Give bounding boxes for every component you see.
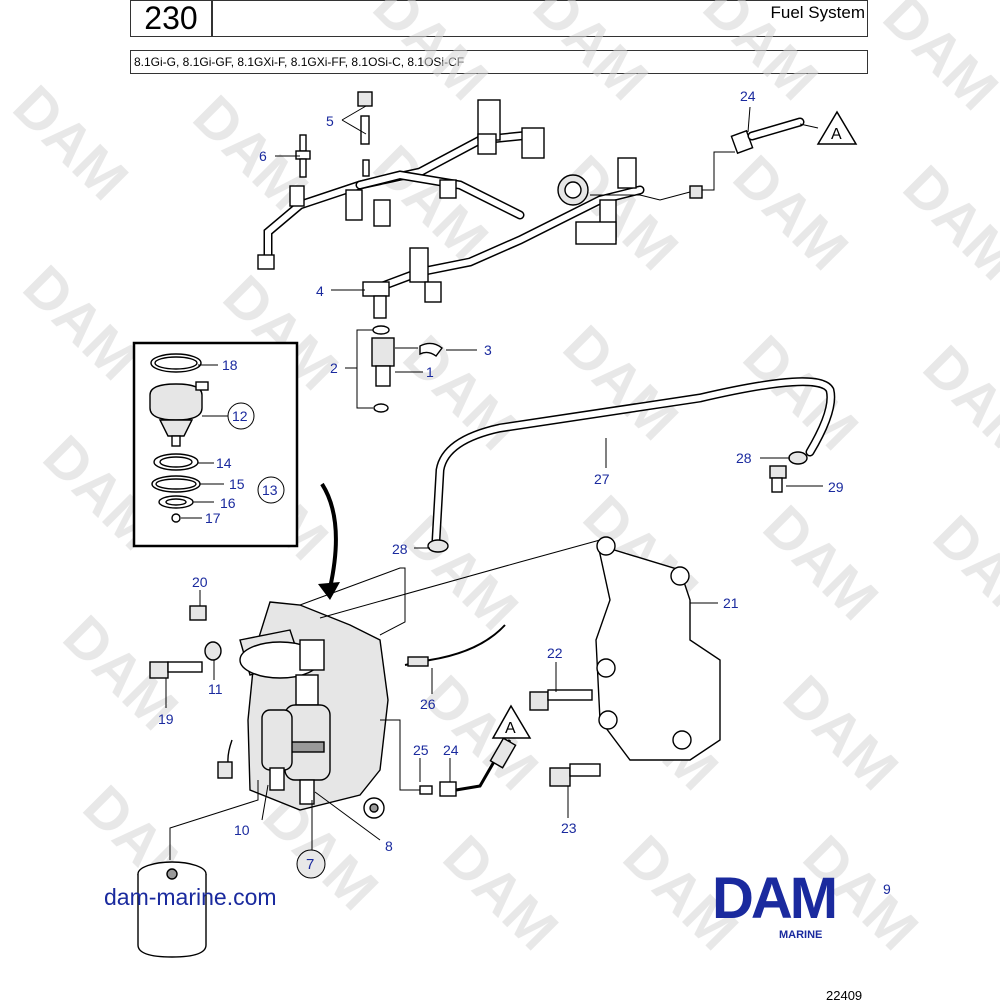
watermark: DAM (751, 493, 890, 632)
watermark: DAM (921, 503, 1000, 642)
callout-4: 4 (316, 283, 324, 299)
svg-text:A: A (831, 126, 842, 143)
watermark: DAM (551, 313, 690, 452)
watermark: DAM (871, 0, 1000, 123)
schrader-valve (295, 91, 373, 178)
mounting-bracket (595, 536, 721, 761)
pressure-regulator-inset (132, 341, 340, 600)
callout-24-top: 24 (740, 88, 756, 104)
watermark: DAM (361, 0, 500, 113)
circled-callouts: 12 13 7 (227, 402, 326, 879)
svg-text:A: A (505, 720, 516, 737)
callout-10: 10 (234, 822, 250, 838)
connector-a-bottom: A (491, 704, 532, 739)
watermark: DAM (1, 73, 140, 212)
website-link[interactable]: dam-marine.com (104, 884, 277, 910)
callout-26: 26 (420, 696, 436, 712)
leader-lines (165, 105, 823, 850)
callout-5: 5 (326, 113, 334, 129)
callout-9: 9 (883, 881, 891, 897)
watermark: DAM (11, 253, 150, 392)
callout-labels: 1 2 3 4 5 6 9 10 11 18 14 15 16 17 19 20… (158, 88, 891, 897)
watermark: DAM (911, 333, 1000, 472)
callout-1: 1 (426, 364, 434, 380)
callout-24-bottom: 24 (443, 742, 459, 758)
brand-logo: DAM MARINE (712, 866, 838, 941)
brand-logo-text: DAM (712, 866, 835, 931)
callout-12: 12 (232, 408, 248, 424)
callout-27: 27 (594, 471, 610, 487)
fuel-module (169, 601, 389, 860)
callout-3: 3 (484, 342, 492, 358)
fuel-injector (371, 325, 443, 413)
callout-28-right: 28 (736, 450, 752, 466)
callout-25: 25 (413, 742, 429, 758)
fuel-filter (137, 861, 207, 958)
drawing-number: 22409 (826, 988, 863, 1003)
callout-7: 7 (306, 856, 314, 873)
callout-2: 2 (330, 360, 338, 376)
page-number: 230 (130, 0, 212, 37)
callout-6: 6 (259, 148, 267, 164)
bolts-right (529, 689, 601, 787)
callout-8: 8 (385, 838, 393, 854)
callout-15: 15 (229, 476, 245, 492)
callout-20: 20 (192, 574, 208, 590)
watermark: DAM (731, 323, 870, 462)
return-hose (427, 377, 836, 553)
watermark: DAM (391, 503, 530, 642)
watermark: DAM (431, 823, 570, 962)
callout-23: 23 (561, 820, 577, 836)
callout-19: 19 (158, 711, 174, 727)
callout-14: 14 (216, 455, 232, 471)
brand-subtitle: MARINE (779, 929, 822, 941)
connector-a-top: A (799, 110, 858, 145)
fuel-lines-lower (299, 539, 601, 797)
callout-17: 17 (205, 510, 221, 526)
callout-13: 13 (262, 482, 278, 498)
watermark: DAM (891, 153, 1000, 292)
callout-18: 18 (222, 357, 238, 373)
bolts-left (149, 605, 222, 679)
watermark: DAM (721, 143, 860, 282)
page-title: Fuel System (212, 0, 868, 37)
callout-21: 21 (723, 595, 739, 611)
fuel-hose-top (702, 117, 805, 191)
callout-22: 22 (547, 645, 563, 661)
callout-28-left: 28 (392, 541, 408, 557)
callout-16: 16 (220, 495, 236, 511)
watermark: DAM (771, 663, 910, 802)
fuel-rail (257, 99, 703, 319)
watermark: DAM (691, 0, 830, 113)
callout-11: 11 (208, 681, 223, 697)
watermark: DAM (521, 0, 660, 113)
callout-29: 29 (828, 479, 844, 495)
model-list: 8.1Gi-G, 8.1Gi-GF, 8.1GXi-F, 8.1GXi-FF, … (130, 50, 868, 74)
